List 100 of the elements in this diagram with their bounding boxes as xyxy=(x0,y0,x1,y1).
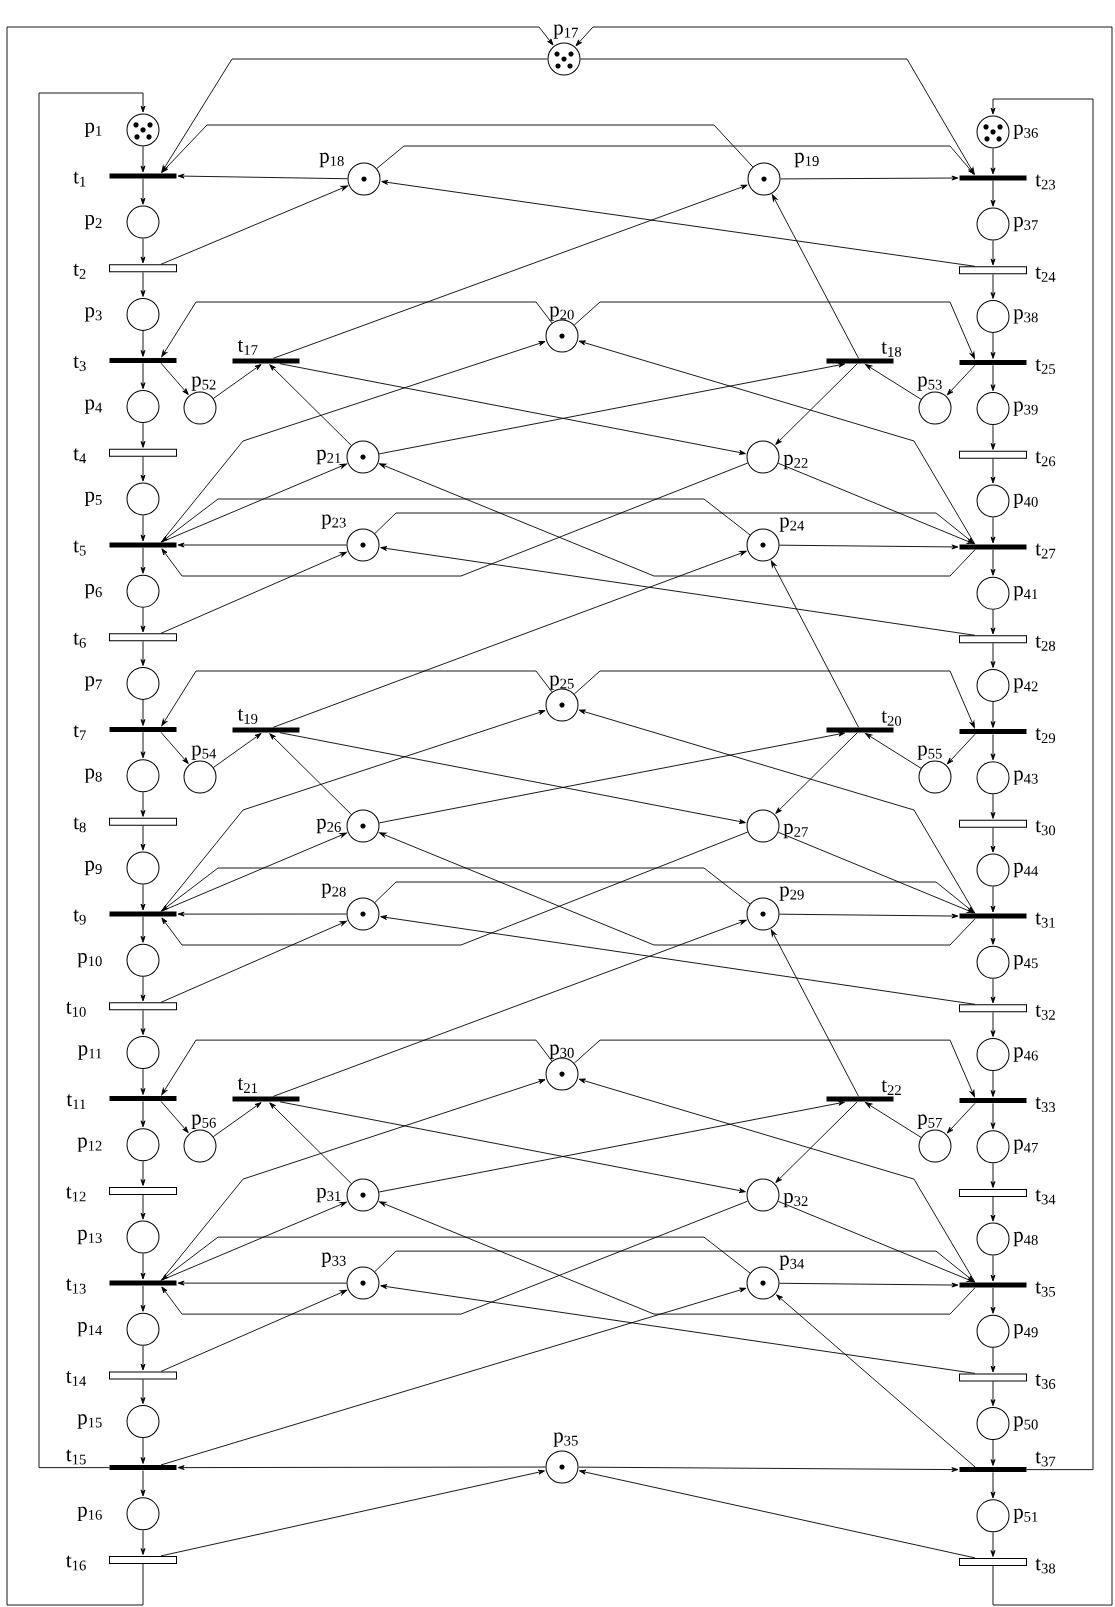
arc-arrow xyxy=(140,976,146,1002)
arc-arrow xyxy=(376,145,975,175)
arc-arrow xyxy=(379,832,976,946)
place-label: p$_{39}$ xyxy=(1013,401,1038,416)
arc-arrow xyxy=(946,1102,976,1134)
arc-arrow xyxy=(177,542,347,548)
transition-label: t$_{20}$ xyxy=(881,710,902,726)
arc-arrow xyxy=(378,1100,846,1193)
arc-arrow xyxy=(160,710,546,912)
arc-arrow xyxy=(161,124,754,173)
arc-arrow xyxy=(775,1101,858,1183)
arc-arrow xyxy=(990,1196,996,1222)
arc-arrow xyxy=(6,26,554,1606)
arc-arrow xyxy=(779,544,959,550)
arc-arrow xyxy=(279,1101,746,1193)
arc-arrow xyxy=(990,1471,996,1499)
arc-arrow xyxy=(160,551,348,634)
place-label: p$_{50}$ xyxy=(1013,1416,1038,1431)
place-label: p$_{22}$ xyxy=(783,454,808,470)
arc-arrow xyxy=(770,560,860,728)
arc-arrow xyxy=(779,913,959,919)
place-label: p$_{49}$ xyxy=(1013,1324,1038,1339)
arc-arrow xyxy=(140,1437,146,1464)
arc-arrow xyxy=(990,978,996,1004)
place-label: p$_{57}$ xyxy=(917,1114,942,1129)
transition-label: t$_{25}$ xyxy=(1035,359,1056,374)
arc-arrow xyxy=(140,1378,146,1405)
place-label: p$_{23}$ xyxy=(321,514,346,529)
transition-label: t$_{24}$ xyxy=(1035,266,1056,282)
arc-arrow xyxy=(990,793,996,819)
arc-arrow xyxy=(578,340,976,545)
arc-arrow xyxy=(990,240,996,266)
transition-label: t$_{12}$ xyxy=(66,1186,86,1202)
arc-arrow xyxy=(777,831,975,914)
arc-arrow xyxy=(140,1253,146,1280)
arc-arrow xyxy=(776,1294,976,1468)
place-label: p$_{7}$ xyxy=(84,676,102,691)
arc-arrow xyxy=(573,1039,975,1098)
arc-arrow xyxy=(160,1469,545,1557)
arc-arrow xyxy=(279,732,746,824)
arc-arrow xyxy=(946,733,976,765)
arc-arrow xyxy=(771,194,860,359)
arc-arrow xyxy=(946,364,976,396)
arc-arrow xyxy=(160,731,189,764)
place-label: p$_{32}$ xyxy=(783,1192,808,1208)
arc-arrow xyxy=(990,549,996,576)
arc-arrow xyxy=(140,238,146,264)
transition-label: t$_{29}$ xyxy=(1035,728,1056,744)
arc-arrow xyxy=(990,1287,996,1314)
place-label: p$_{5}$ xyxy=(84,491,102,507)
place-label: p$_{47}$ xyxy=(1013,1139,1038,1154)
arc-arrow xyxy=(780,175,959,181)
arc-arrow xyxy=(775,363,858,445)
arc-arrow xyxy=(140,514,146,542)
transition-label: t$_{27}$ xyxy=(1035,543,1056,559)
transition-label: t$_{38}$ xyxy=(1035,1558,1056,1574)
place-label: p$_{29}$ xyxy=(779,886,804,901)
arc-arrow xyxy=(160,463,347,543)
place-label: p$_{34}$ xyxy=(779,1255,805,1270)
arc-arrow xyxy=(177,1280,347,1286)
place-label: p$_{8}$ xyxy=(84,768,102,783)
transition-label: t$_{1}$ xyxy=(73,171,86,187)
arc-arrow xyxy=(140,178,146,205)
arc-arrow xyxy=(990,1255,996,1282)
place-label: p$_{45}$ xyxy=(1013,955,1038,970)
place-label: p$_{4}$ xyxy=(84,399,103,414)
place-label: p$_{42}$ xyxy=(1013,678,1038,693)
place-label: p$_{31}$ xyxy=(316,1187,341,1203)
arc-arrow xyxy=(990,332,996,359)
place-label: p$_{15}$ xyxy=(77,1414,102,1429)
arc-arrow xyxy=(140,1068,146,1095)
arc-arrow xyxy=(990,642,996,668)
arc-arrow xyxy=(160,1287,747,1466)
arc-arrow xyxy=(374,1250,975,1282)
arc-arrow xyxy=(990,424,996,450)
arc-arrow xyxy=(378,362,846,455)
transition-label: t$_{28}$ xyxy=(1035,635,1056,651)
transition-label: t$_{8}$ xyxy=(73,817,86,833)
arc-arrow xyxy=(990,701,996,728)
arc-arrow xyxy=(990,1531,996,1557)
arc-arrow xyxy=(160,185,348,265)
arc-arrow xyxy=(269,364,352,446)
arc-arrow xyxy=(161,867,751,911)
place-label: p$_{20}$ xyxy=(549,306,574,321)
arc-arrow xyxy=(777,462,975,545)
arc-arrow xyxy=(990,1347,996,1373)
arc-arrow xyxy=(990,364,996,392)
arc-arrow xyxy=(160,1201,347,1281)
place-label: p$_{9}$ xyxy=(84,860,102,876)
transition-label: t$_{13}$ xyxy=(66,1278,86,1294)
arc-arrow xyxy=(161,301,553,358)
arc-arrow xyxy=(579,1469,976,1559)
arc-arrow xyxy=(990,733,996,761)
place-label: p$_{56}$ xyxy=(191,1114,216,1129)
arc-arrow xyxy=(140,731,146,759)
arc-arrow xyxy=(374,512,975,544)
transition-label: t$_{9}$ xyxy=(73,909,86,925)
transition-label: t$_{21}$ xyxy=(237,1078,258,1093)
arc-arrow xyxy=(272,919,747,1097)
place-label: p$_{35}$ xyxy=(553,1432,578,1447)
